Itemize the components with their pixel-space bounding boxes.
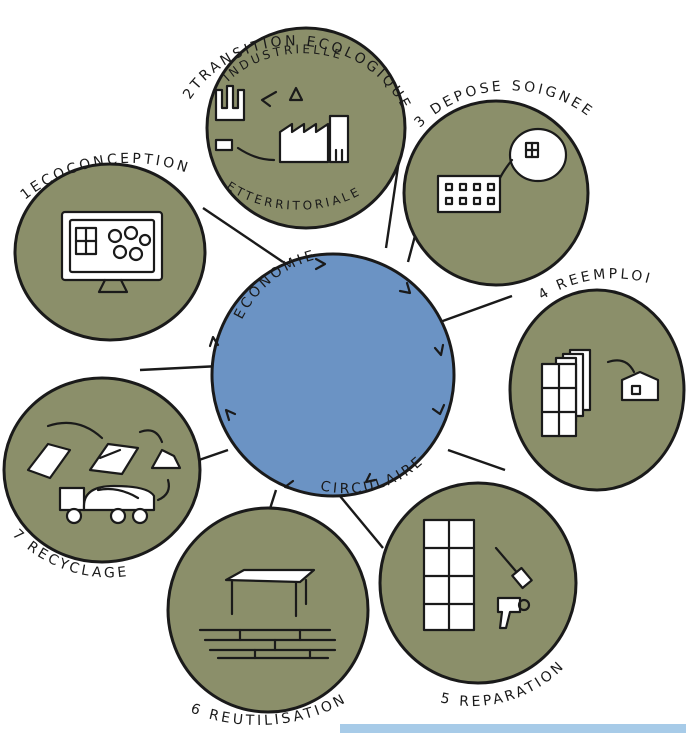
spoke-reparation	[334, 489, 384, 549]
doors-house-icon	[540, 348, 660, 438]
stage-reemploi: 4 REEMPLOI	[508, 266, 686, 492]
spoke-reemploi	[439, 294, 513, 324]
center-circle	[210, 252, 456, 498]
recycling-truck-icon	[26, 421, 182, 525]
flow-arrow	[283, 479, 297, 492]
flow-arrow	[431, 403, 446, 416]
stage-bubble	[205, 26, 407, 230]
stage-transition: 2TRANSITION ECOLOGIQUE INDUSTRIELLE ETTE…	[180, 26, 412, 230]
spoke-transition	[384, 159, 401, 249]
spoke-recyclage	[139, 364, 221, 372]
stage-bubble	[378, 481, 578, 685]
stage-bubble	[166, 506, 370, 714]
building-magnifier-icon	[436, 127, 568, 214]
bottom-banner	[340, 724, 686, 733]
center-node: ECONOMIE CIRCULAIRE	[208, 247, 456, 498]
spoke-reemploi-2	[447, 448, 506, 472]
flow-arrow	[433, 343, 445, 357]
stage-reutilisation: 6 REUTILISATION	[166, 506, 370, 729]
flow-arrow	[364, 472, 377, 484]
stage-reparation: 5 REPARATION	[378, 481, 578, 710]
stage-ecoconception: 1ECOCONCEPTION	[13, 151, 207, 342]
table-planks-icon	[198, 568, 337, 660]
flow-arrow	[224, 408, 237, 422]
flow-arrow	[208, 335, 220, 348]
computer-screen-icon	[60, 210, 164, 294]
stage-bubble	[508, 288, 686, 492]
window-tools-icon	[422, 518, 533, 632]
stage-recyclage: 7 RECYCLAGE	[2, 376, 202, 581]
flow-arrow	[314, 257, 327, 271]
factory-icon	[214, 84, 350, 164]
spoke-ecoconception	[202, 207, 284, 263]
stage-depose: 3 DEPOSE SOIGNEE	[402, 78, 594, 287]
flow-arrow	[398, 281, 412, 295]
